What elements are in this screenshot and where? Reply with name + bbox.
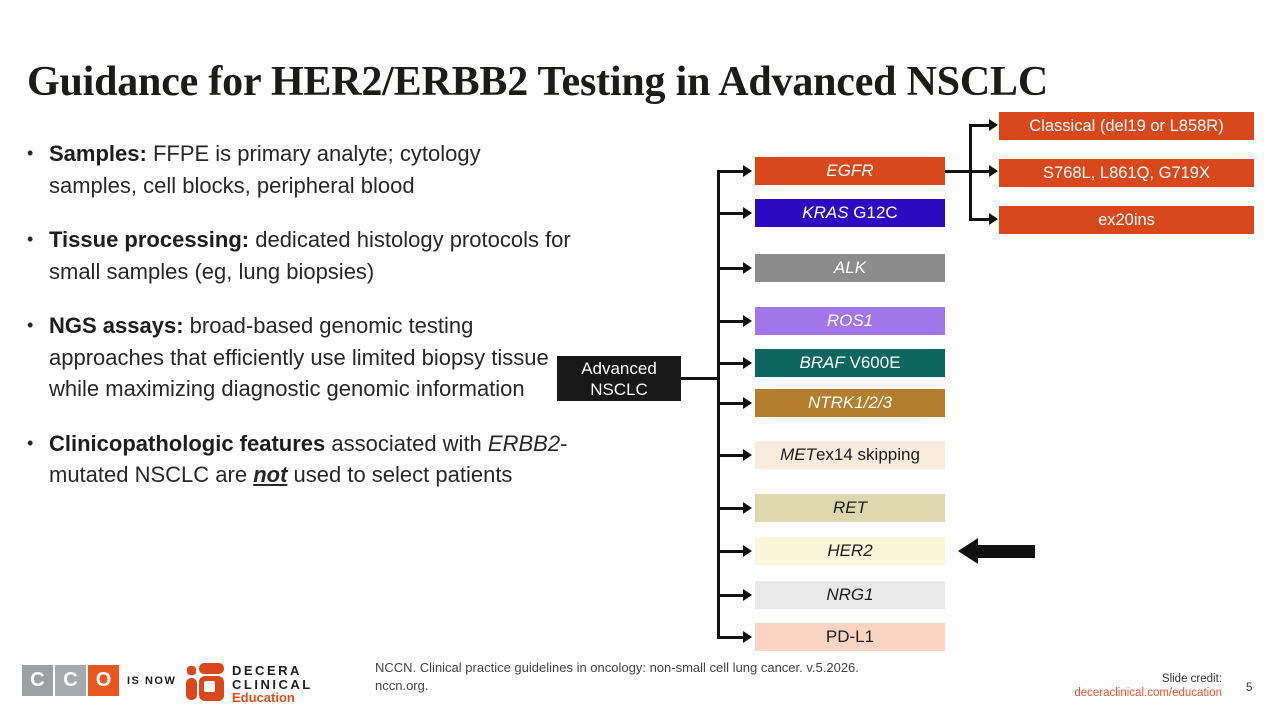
bullet-lead: NGS assays: (49, 313, 184, 338)
decera-logo-icon (186, 663, 224, 701)
arrow-to-classical (969, 119, 998, 131)
subtype-label: S768L, L861Q, G719X (1043, 163, 1210, 182)
bullet-text: used to select patients (287, 462, 513, 487)
arrow-to-egfr (717, 164, 752, 177)
arrow-to-ex20ins (969, 213, 998, 225)
gene-box-ros1: ROS1 (755, 307, 945, 335)
gene-label: NRG1 (826, 585, 874, 604)
arrow-to-nrg1 (717, 588, 752, 601)
gene-name-erbb2: ERBB2 (487, 430, 561, 456)
egfr-branch-vertical (969, 124, 972, 221)
bullet-clinicopathologic: Clinicopathologic features associated wi… (27, 428, 572, 491)
gene-box-pdl1: PD-L1 (755, 623, 945, 651)
citation: NCCN. Clinical practice guidelines in on… (375, 659, 859, 694)
root-label-line1: Advanced (581, 359, 657, 378)
bullet-lead: Samples: (49, 141, 147, 166)
gene-label: RET (833, 498, 867, 517)
gene-label: ROS1 (826, 311, 874, 330)
gene-label: HER2 (827, 541, 873, 560)
bullet-lead: Tissue processing: (49, 227, 250, 252)
arrow-to-ntrk (717, 396, 752, 409)
bullet-text: broad-based genomic testing approaches t… (49, 313, 549, 401)
gene-box-ret: RET (755, 494, 945, 522)
decera-name-line2: CLINICAL (232, 676, 313, 692)
arrow-to-alk (717, 261, 752, 274)
emphasis-not: not (253, 462, 288, 487)
cco-logo-letter: C (22, 665, 53, 696)
gene-label-suffix: PD-L1 (825, 627, 875, 646)
subtype-box-classical: Classical (del19 or L858R) (999, 112, 1254, 140)
egfr-branch-line (945, 169, 971, 173)
trunk-line (717, 170, 720, 639)
arrow-to-kras (717, 206, 752, 219)
cco-logo-letter: C (55, 665, 86, 696)
arrow-to-met (717, 448, 752, 461)
bullet-text: associated with (325, 430, 488, 456)
gene-label-suffix: G12C (848, 203, 898, 222)
cco-logo-letter: O (88, 665, 119, 696)
bullet-list: Samples: FFPE is primary analyte; cytolo… (27, 138, 572, 514)
bullet-text: dedicated histology protocols for small … (49, 227, 571, 284)
gene-label: BRAF (799, 353, 845, 372)
subtype-box-ex20ins: ex20ins (999, 206, 1254, 234)
gene-box-her2: HER2 (755, 537, 945, 565)
bullet-samples: Samples: FFPE is primary analyte; cytolo… (27, 138, 572, 201)
gene-box-nrg1: NRG1 (755, 581, 945, 609)
cco-logo: C C O (22, 665, 119, 696)
gene-box-alk: ALK (755, 254, 945, 282)
page-title: Guidance for HER2/ERBB2 Testing in Advan… (27, 59, 1048, 105)
bullet-lead: Clinicopathologic features (49, 430, 326, 456)
root-connector-line (681, 377, 718, 380)
gene-label: EGFR (826, 161, 874, 180)
page-number: 5 (1246, 682, 1253, 694)
decera-name-line3: Education (232, 690, 295, 705)
gene-label: ALK (833, 258, 867, 277)
gene-box-egfr: EGFR (755, 157, 945, 185)
her2-highlight-arrow-icon (958, 538, 1035, 564)
is-now-label: IS NOW (127, 675, 177, 687)
slide-credit-link[interactable]: deceraclinical.com/education (1074, 687, 1222, 699)
citation-line2: nccn.org. (375, 677, 429, 693)
bullet-text: -mutated NSCLC are (49, 430, 568, 488)
bullet-ngs-assays: NGS assays: broad-based genomic testing … (27, 310, 572, 405)
citation-line1: NCCN. Clinical practice guidelines in on… (375, 660, 859, 675)
gene-box-ntrk123: NTRK1/2/3 (755, 389, 945, 417)
subtype-box-uncommon: S768L, L861Q, G719X (999, 159, 1254, 187)
bullet-text: FFPE is primary analyte; cytology sample… (49, 141, 481, 198)
gene-box-kras-g12c: KRAS G12C (755, 199, 945, 227)
arrow-to-her2 (717, 544, 752, 557)
arrow-to-ros1 (717, 314, 752, 327)
gene-label: KRAS (802, 203, 849, 222)
slide-credit-label: Slide credit: (1161, 673, 1222, 685)
node-advanced-nsclc: Advanced NSCLC (557, 356, 681, 401)
decera-name-line1: DECERA (232, 663, 302, 678)
arrow-to-ret (717, 501, 752, 514)
arrow-to-s768l (969, 164, 998, 177)
slide-credit: Slide credit: deceraclinical.com/educati… (1074, 672, 1222, 700)
bullet-tissue-processing: Tissue processing: dedicated histology p… (27, 224, 572, 287)
gene-label-suffix: ex14 skipping (815, 445, 920, 464)
gene-label: NTRK1/2/3 (807, 393, 893, 412)
root-label-line2: NSCLC (590, 380, 648, 399)
decera-logo-text: DECERA CLINICAL Education (232, 664, 313, 705)
gene-label: MET (780, 445, 816, 464)
subtype-label: ex20ins (1098, 210, 1155, 229)
gene-box-braf-v600e: BRAF V600E (755, 349, 945, 377)
subtype-label: Classical (del19 or L858R) (1029, 116, 1224, 135)
gene-label-suffix: V600E (844, 353, 901, 372)
arrow-to-pdl1 (717, 630, 752, 643)
arrow-to-braf (717, 356, 752, 369)
